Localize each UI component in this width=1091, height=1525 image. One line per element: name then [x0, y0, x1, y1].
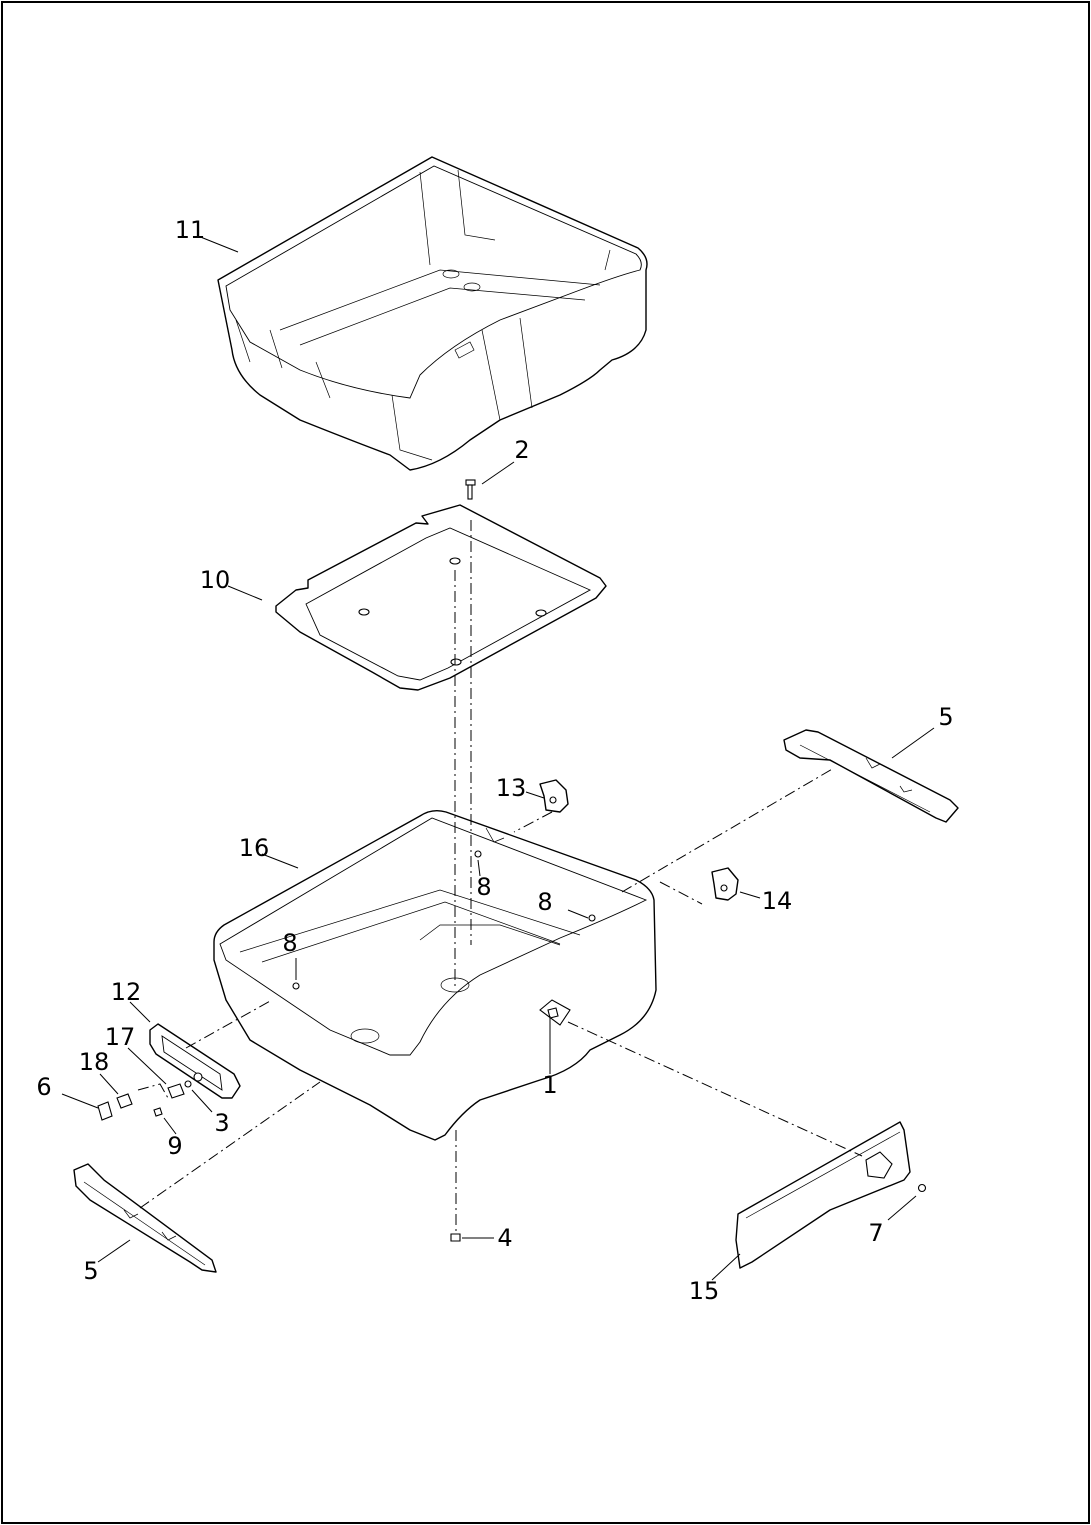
- callout-8-center: 8: [476, 873, 491, 901]
- callout-10: 10: [200, 566, 231, 594]
- part-9-screw: [153, 1107, 163, 1117]
- assembly-lines: [137, 520, 863, 1232]
- callout-8-left: 8: [282, 929, 297, 957]
- callout-18: 18: [79, 1048, 110, 1076]
- callout-15: 15: [689, 1277, 720, 1305]
- part-2-bolt: [465, 479, 476, 500]
- callout-17: 17: [105, 1023, 136, 1051]
- part-8-screw-a: [292, 982, 300, 990]
- callout-5-upper: 5: [938, 703, 953, 731]
- part-4-bumper: [450, 1233, 461, 1242]
- part-17-lock: [167, 1083, 185, 1099]
- callout-9: 9: [167, 1132, 182, 1160]
- part-1-fastener: [547, 1007, 559, 1019]
- part-8-screw-b: [474, 850, 482, 858]
- callout-14: 14: [762, 887, 793, 915]
- part-18-clip: [116, 1093, 133, 1109]
- callout-13: 13: [496, 774, 527, 802]
- callout-labels: 11 2 10 5 13 16 8 8 8 14 12 17 18 6 3 9 …: [36, 216, 953, 1305]
- part-12-latch-housing: [149, 1023, 241, 1099]
- part-6-nut: [97, 1101, 113, 1121]
- callout-1: 1: [542, 1071, 557, 1099]
- callout-7: 7: [868, 1219, 883, 1247]
- leader-lines: [61, 235, 935, 1281]
- callout-16: 16: [239, 834, 270, 862]
- callout-12: 12: [111, 978, 142, 1006]
- part-8-screw-c: [588, 914, 596, 922]
- part-5-trim-lower: [73, 1163, 217, 1273]
- callout-6: 6: [36, 1073, 51, 1101]
- part-10-base-plate: [275, 504, 607, 691]
- part-11-liner: [217, 156, 648, 471]
- callout-5-lower: 5: [83, 1257, 98, 1285]
- part-3-washer: [184, 1080, 192, 1088]
- small-hardware: [97, 850, 927, 1242]
- callout-11: 11: [175, 216, 206, 244]
- part-16-case-body: [213, 809, 657, 1141]
- part-7-nut: [917, 1183, 927, 1193]
- callout-4: 4: [497, 1224, 512, 1252]
- callout-3: 3: [214, 1109, 229, 1137]
- callout-2: 2: [514, 436, 529, 464]
- callout-8-right: 8: [537, 888, 552, 916]
- part-5-trim-upper: [783, 729, 959, 823]
- part-14-hinge: [711, 867, 739, 901]
- part-13-hinge: [539, 779, 569, 813]
- part-15-rear-panel: [735, 1121, 911, 1269]
